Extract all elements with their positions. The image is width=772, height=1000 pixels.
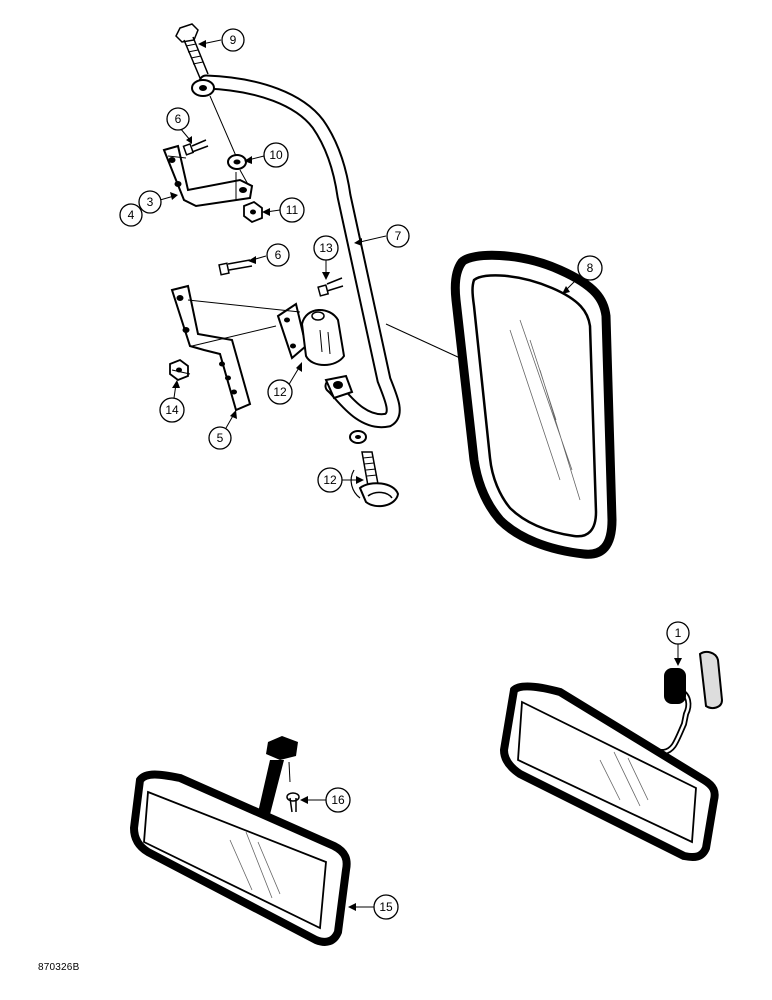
outside-mirror-head-8 bbox=[450, 250, 617, 559]
callout-10: 10 bbox=[263, 142, 289, 168]
screw-16 bbox=[286, 792, 300, 813]
svg-text:5: 5 bbox=[217, 431, 224, 445]
callout-16: 16 bbox=[325, 787, 351, 813]
callout-8: 8 bbox=[577, 255, 603, 281]
callout-6-lower: 6 bbox=[266, 243, 290, 267]
callout-6-upper: 6 bbox=[166, 107, 190, 131]
callouts: 9 6 10 3 4 11 bbox=[119, 28, 690, 920]
svg-text:14: 14 bbox=[165, 403, 179, 417]
svg-text:6: 6 bbox=[175, 112, 182, 126]
callout-7: 7 bbox=[386, 224, 410, 248]
washer-bolt-12 bbox=[349, 430, 400, 508]
callout-9: 9 bbox=[221, 28, 245, 52]
svg-text:10: 10 bbox=[269, 148, 283, 162]
bolt-6-upper bbox=[182, 139, 209, 156]
washer-10 bbox=[227, 154, 247, 170]
svg-text:9: 9 bbox=[230, 33, 237, 47]
svg-text:4: 4 bbox=[128, 208, 135, 222]
bolt-6-lower bbox=[218, 259, 253, 276]
inside-mirror-left bbox=[129, 736, 351, 946]
nut-11 bbox=[243, 200, 263, 224]
callout-14: 14 bbox=[159, 397, 185, 423]
svg-text:16: 16 bbox=[331, 793, 345, 807]
svg-text:11: 11 bbox=[286, 203, 299, 217]
svg-text:15: 15 bbox=[379, 900, 393, 914]
lower-bracket-5 bbox=[170, 284, 252, 412]
inside-mirror-right bbox=[499, 651, 724, 861]
bolt-9 bbox=[175, 23, 209, 79]
callout-15: 15 bbox=[373, 894, 399, 920]
svg-text:6: 6 bbox=[275, 248, 282, 262]
svg-text:13: 13 bbox=[319, 241, 333, 255]
swivel-mount-12 bbox=[276, 302, 346, 366]
svg-text:12: 12 bbox=[323, 473, 337, 487]
callout-3: 3 bbox=[138, 190, 162, 214]
callout-12-lower: 12 bbox=[317, 467, 343, 493]
callout-13: 13 bbox=[313, 235, 339, 261]
callout-5: 5 bbox=[208, 426, 232, 450]
reference-code: 870326B bbox=[38, 962, 80, 973]
svg-text:3: 3 bbox=[147, 195, 154, 209]
callout-4: 4 bbox=[119, 203, 143, 227]
svg-text:7: 7 bbox=[395, 229, 402, 243]
upper-bracket-3 bbox=[162, 144, 254, 208]
svg-text:12: 12 bbox=[273, 385, 287, 399]
bolt-13 bbox=[317, 277, 344, 297]
svg-text:8: 8 bbox=[587, 261, 594, 275]
callout-12-upper: 12 bbox=[267, 379, 293, 405]
svg-text:1: 1 bbox=[675, 626, 682, 640]
mirror-arm-tube-7 bbox=[191, 74, 401, 429]
callout-1: 1 bbox=[666, 621, 690, 645]
callout-11: 11 bbox=[279, 197, 305, 223]
